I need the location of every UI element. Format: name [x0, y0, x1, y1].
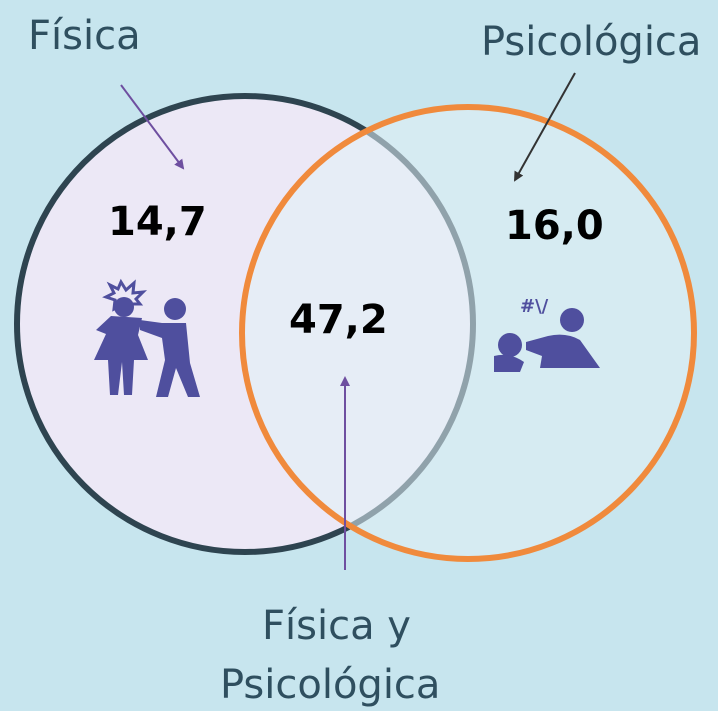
ambas-value: 47,2 — [289, 297, 388, 343]
psicologica-label: Psicológica — [481, 19, 702, 65]
psicologica-value: 16,0 — [505, 203, 604, 249]
psicologica-circle — [239, 104, 697, 562]
physical-violence-icon — [94, 278, 200, 397]
svg-text:#\/: #\/ — [520, 296, 549, 317]
ambas-label-line1: Física y — [262, 603, 411, 649]
psychological-violence-icon: #\/ — [494, 296, 600, 372]
psicologica-arrow — [514, 72, 576, 182]
fisica-arrow — [120, 84, 185, 170]
ambas-label-line2: Psicológica — [220, 662, 441, 708]
fisica-label: Física — [28, 13, 141, 59]
fisica-value: 14,7 — [108, 199, 207, 245]
